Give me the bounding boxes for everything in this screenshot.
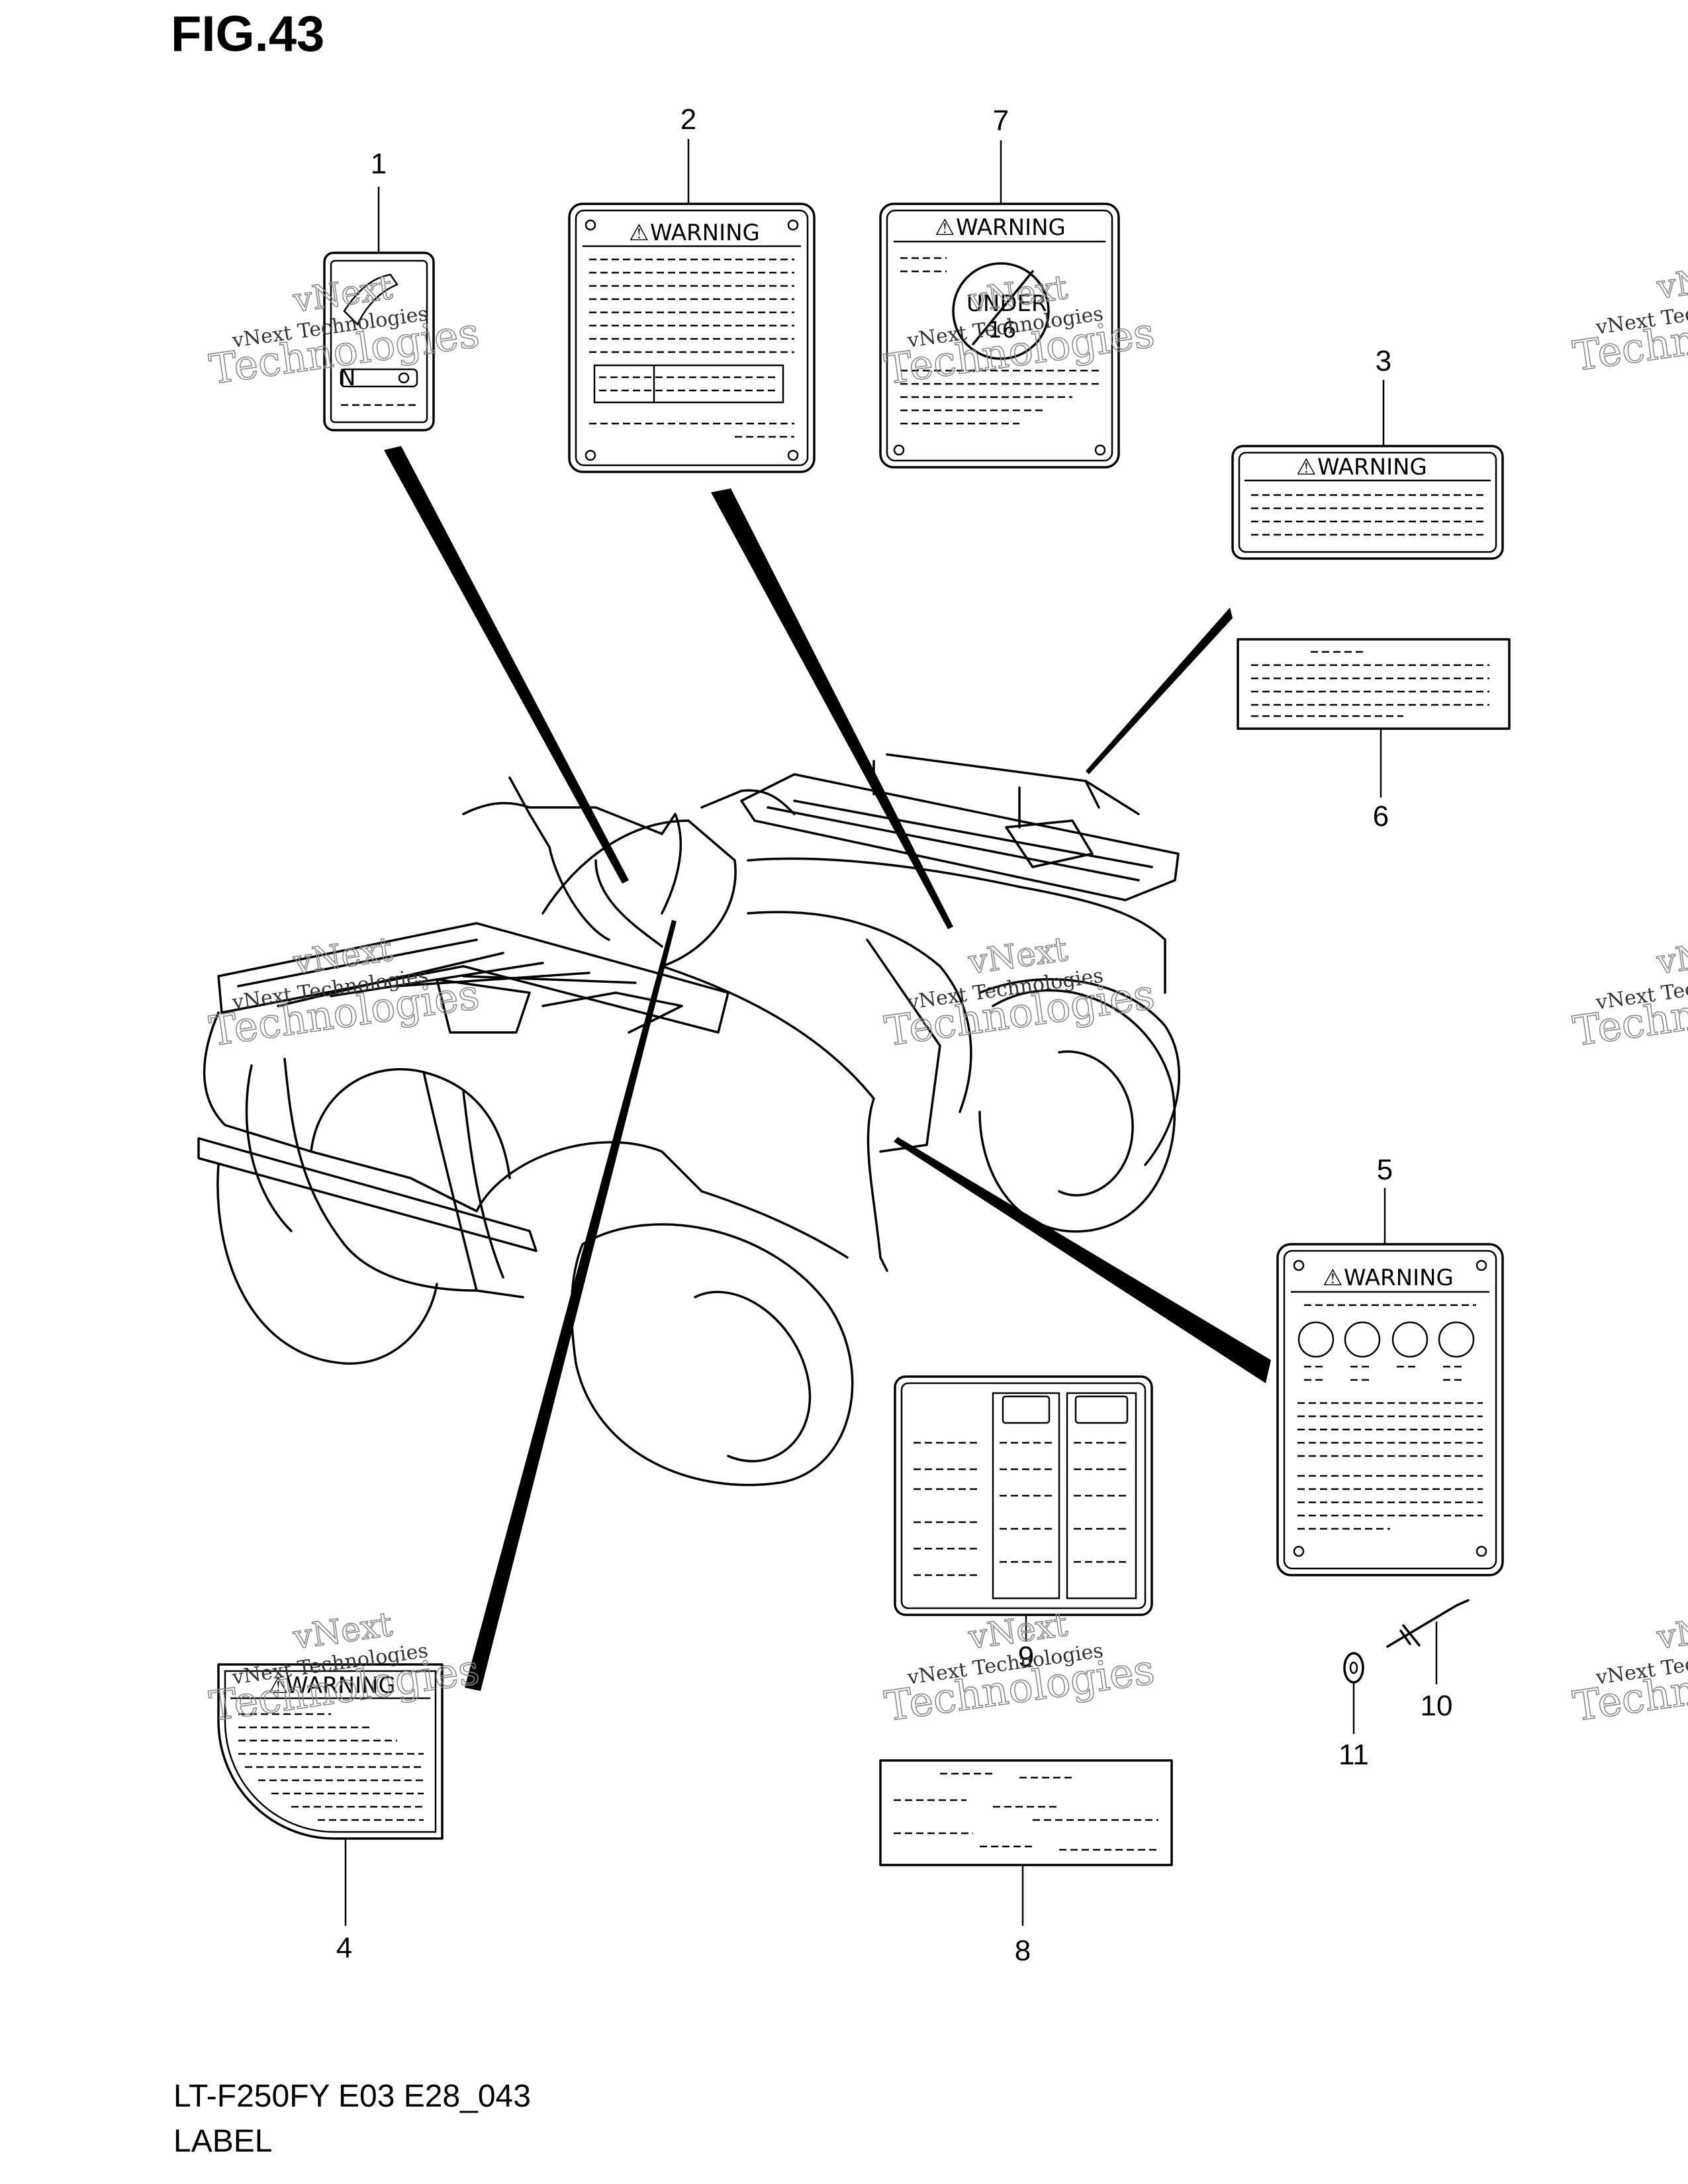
callout-7: 7 (993, 105, 1009, 137)
callout-8: 8 (1015, 1934, 1031, 1967)
leader-label-6 (1086, 608, 1233, 774)
callout-10: 10 (1421, 1690, 1453, 1722)
svg-text:vNext: vNext (1654, 930, 1688, 981)
leader-label-5 (894, 1137, 1271, 1383)
svg-text:vNext: vNext (1654, 255, 1688, 306)
label-7-age-text-2: 16 (988, 317, 1016, 343)
label-4-quarter-round-label: ⚠ WARNING (217, 1663, 444, 1840)
label-8-info-strip (879, 1759, 1173, 1866)
callout-6: 6 (1373, 800, 1389, 833)
svg-text:⚠: ⚠ (268, 1672, 288, 1699)
svg-text:vNext: vNext (1654, 1605, 1688, 1657)
watermark-3: vNext Technologies vNext Technologies (1570, 254, 1688, 381)
watermark-4: vNext Technologies vNext Technologies (206, 929, 483, 1056)
label-5-warning-card: ⚠ WARNING (1276, 1243, 1504, 1576)
callout-2: 2 (680, 103, 696, 136)
watermark-1: vNext Technologies vNext Technologies (206, 267, 483, 394)
svg-text:⚠: ⚠ (1296, 454, 1316, 480)
svg-text:N: N (339, 365, 355, 391)
callout-3: 3 (1376, 345, 1391, 377)
label-6-info-label (1237, 638, 1511, 730)
section-name: LABEL (173, 2124, 273, 2159)
leader-label-2 (711, 488, 953, 929)
label-1-illustration: N (323, 251, 435, 432)
callout-11: 11 (1338, 1739, 1369, 1771)
callout-5: 5 (1377, 1154, 1393, 1186)
model-code: LT-F250FY E03 E28_043 (173, 2079, 531, 2114)
label-3-warning-text: WARNING (1317, 454, 1427, 480)
svg-text:⚠: ⚠ (629, 220, 649, 246)
watermark-9: vNext Technologies vNext Technologies (1570, 1604, 1688, 1731)
watermark-2: vNext Technologies vNext Technologies (881, 267, 1158, 394)
label-7-age-warning-card: ⚠ WARNING UNDER 16 (879, 203, 1120, 469)
callout-leaders (344, 139, 1438, 1926)
label-3-warning-strip: ⚠ WARNING (1231, 445, 1504, 560)
callout-1: 1 (371, 148, 387, 180)
callout-9: 9 (1018, 1641, 1034, 1673)
leader-label-4 (465, 920, 677, 1691)
svg-text:⚠: ⚠ (935, 214, 955, 241)
watermark-5: vNext Technologies vNext Technologies (881, 929, 1158, 1056)
leader-lines (384, 446, 1271, 1691)
atv-outline (197, 753, 1181, 1486)
label-2-warning-text: WARNING (650, 220, 760, 246)
svg-text:⚠: ⚠ (1323, 1265, 1342, 1291)
part-11-washer (1343, 1652, 1364, 1684)
label-9-spec-chart (894, 1375, 1153, 1616)
label-2-warning-card: ⚠ WARNING (568, 203, 816, 473)
leader-label-1 (384, 446, 629, 884)
label-4-warning-text: WARNING (286, 1672, 396, 1699)
label-7-warning-text: WARNING (956, 214, 1066, 241)
part-10-rivet (1386, 1599, 1470, 1648)
figure-title: FIG.43 (171, 6, 325, 62)
watermark-6: vNext Technologies vNext Technologies (1570, 929, 1688, 1056)
label-7-age-text-1: UNDER (966, 291, 1047, 317)
label-5-warning-text: WARNING (1344, 1265, 1454, 1291)
watermark-7: vNext Technologies vNext Technologies (206, 1604, 483, 1731)
callout-4: 4 (336, 1932, 352, 1964)
callout-numbers: 1 2 3 4 5 6 7 8 9 10 11 (336, 103, 1453, 1967)
